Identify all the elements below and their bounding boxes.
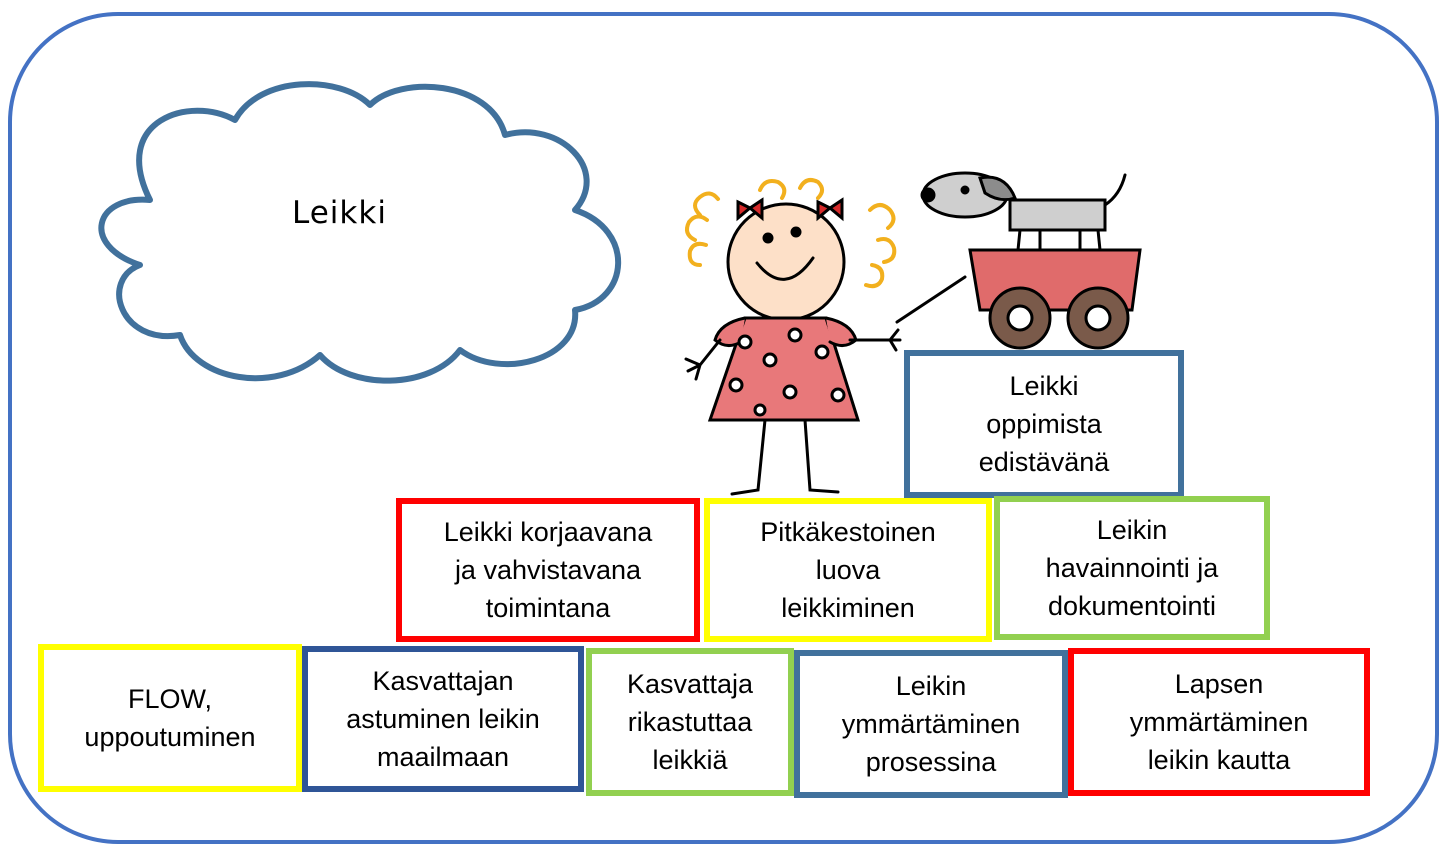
block-text: Pitkäkestoinen luova leikkiminen (760, 517, 936, 623)
block-text: Kasvattaja rikastuttaa leikkiä (626, 669, 754, 775)
block-text: FLOW, uppoutuminen (84, 684, 256, 752)
rounded-frame (8, 12, 1439, 844)
block-observation-documentation: Leikin havainnointi ja dokumentointi (994, 496, 1270, 640)
block-educator-entering-play: Kasvattajan astuminen leikin maailmaan (302, 646, 584, 792)
block-text: Leikki korjaavana ja vahvistavana toimin… (443, 517, 653, 623)
block-learning-promoting: Leikki oppimista edistävänä (904, 350, 1184, 498)
block-corrective-play: Leikki korjaavana ja vahvistavana toimin… (396, 498, 700, 642)
dog-in-wagon-illustration (895, 171, 1142, 350)
block-text: Leikki oppimista edistävänä (978, 371, 1110, 477)
cloud-label: Leikki (292, 195, 387, 231)
block-long-creative-play: Pitkäkestoinen luova leikkiminen (704, 498, 992, 642)
block-text: Lapsen ymmärtäminen leikin kautta (1129, 669, 1309, 775)
block-understanding-child: Lapsen ymmärtäminen leikin kautta (1068, 648, 1370, 796)
block-educator-enriches-play: Kasvattaja rikastuttaa leikkiä (586, 648, 794, 796)
thought-cloud (98, 81, 622, 384)
block-play-as-process: Leikin ymmärtäminen prosessina (794, 650, 1068, 798)
block-text: Kasvattajan astuminen leikin maailmaan (346, 666, 540, 772)
girl-illustration (684, 178, 902, 496)
block-flow: FLOW, uppoutuminen (38, 644, 302, 792)
block-text: Leikin havainnointi ja dokumentointi (1045, 515, 1219, 621)
block-text: Leikin ymmärtäminen prosessina (841, 671, 1021, 777)
